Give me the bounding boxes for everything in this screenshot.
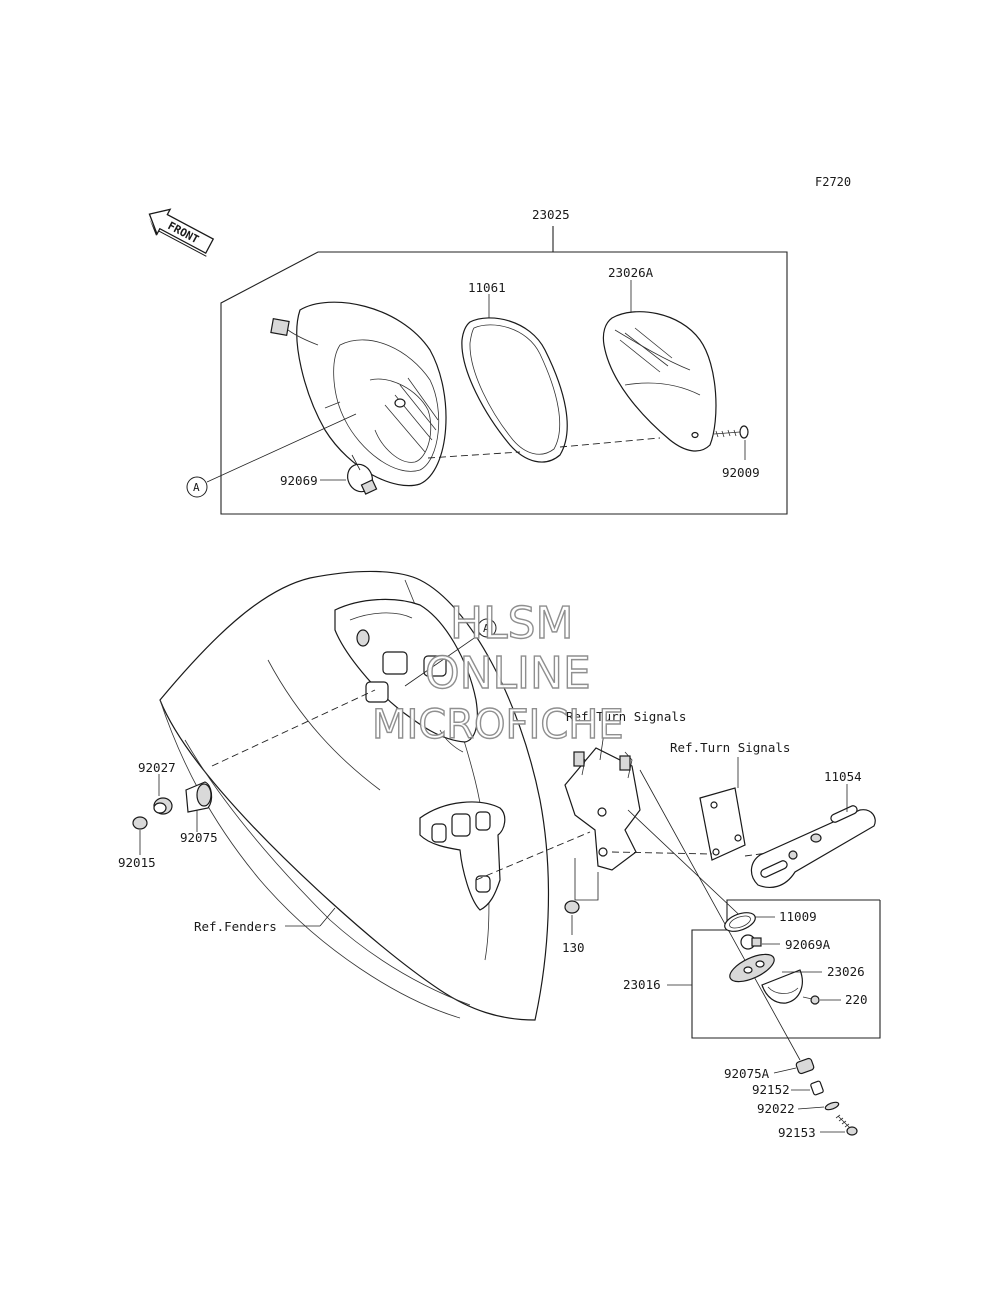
watermark: HLSM ONLINE MICROFICHE [371, 597, 624, 748]
part-label-92152: 92152 [752, 1082, 790, 1097]
part-label-130: 130 [562, 940, 585, 955]
screw-92009 [713, 425, 749, 439]
part-label-11061: 11061 [468, 280, 506, 295]
collar-92152 [810, 1080, 824, 1096]
callout-a-marker-fender [477, 618, 497, 638]
bolt-130 [564, 900, 580, 914]
part-label-23026: 23026 [827, 964, 865, 979]
license-lamp-23026 [729, 953, 803, 1004]
lens-23026A [602, 311, 717, 452]
callout-a-letter: A [193, 481, 200, 494]
rear-fender [159, 570, 550, 1021]
part-label-92075: 92075 [180, 830, 218, 845]
part-label-23016: 23016 [623, 977, 661, 992]
part-label-92069: 92069 [280, 473, 318, 488]
nut-92015 [132, 816, 148, 830]
part-label-92009: 92009 [722, 465, 760, 480]
tail-light-assembly-group: 23025 A 92069 11061 [186, 207, 788, 515]
watermark-line-2: ONLINE [425, 648, 591, 699]
figure-code: F2720 [815, 175, 851, 189]
gasket-11061 [461, 317, 568, 463]
watermark-line-1: HLSM [450, 598, 574, 649]
part-label-11054: 11054 [824, 769, 862, 784]
part-label-11009: 11009 [779, 909, 817, 924]
front-arrow-icon: FRONT [148, 208, 215, 257]
grommet-92027 [153, 797, 173, 815]
part-label-23026A: 23026A [608, 265, 654, 280]
part-label-92153: 92153 [778, 1125, 816, 1140]
ref-turn-signals-2: Ref.Turn Signals [670, 740, 790, 755]
tail-light-housing [270, 301, 447, 487]
bolt-92153 [835, 1114, 858, 1136]
part-label-92075A: 92075A [724, 1066, 770, 1081]
grommet-92075 [185, 781, 213, 813]
callout-a-letter-fender: A [483, 622, 490, 635]
part-label-92027: 92027 [138, 760, 176, 775]
bulb-92069A [740, 934, 762, 950]
turn-signal-bracket [564, 747, 641, 871]
washer-92022 [824, 1101, 840, 1111]
part-label-23025: 23025 [532, 207, 570, 222]
screw-220 [802, 995, 820, 1005]
part-label-92069A: 92069A [785, 937, 831, 952]
ref-fenders: Ref.Fenders [194, 919, 277, 934]
watermark-line-3: MICROFICHE [372, 702, 624, 748]
gasket-11009 [724, 912, 756, 932]
ref-turn-signals-1: Ref.Turn Signals [566, 709, 686, 724]
bracket-11054 [750, 805, 876, 888]
part-label-220: 220 [845, 992, 868, 1007]
callout-a-marker [186, 476, 208, 498]
turn-signal-plate-right [699, 787, 746, 861]
bulb-92069 [347, 463, 378, 495]
part-label-92022: 92022 [757, 1101, 795, 1116]
grommet-92075A [795, 1057, 815, 1075]
part-label-92015: 92015 [118, 855, 156, 870]
